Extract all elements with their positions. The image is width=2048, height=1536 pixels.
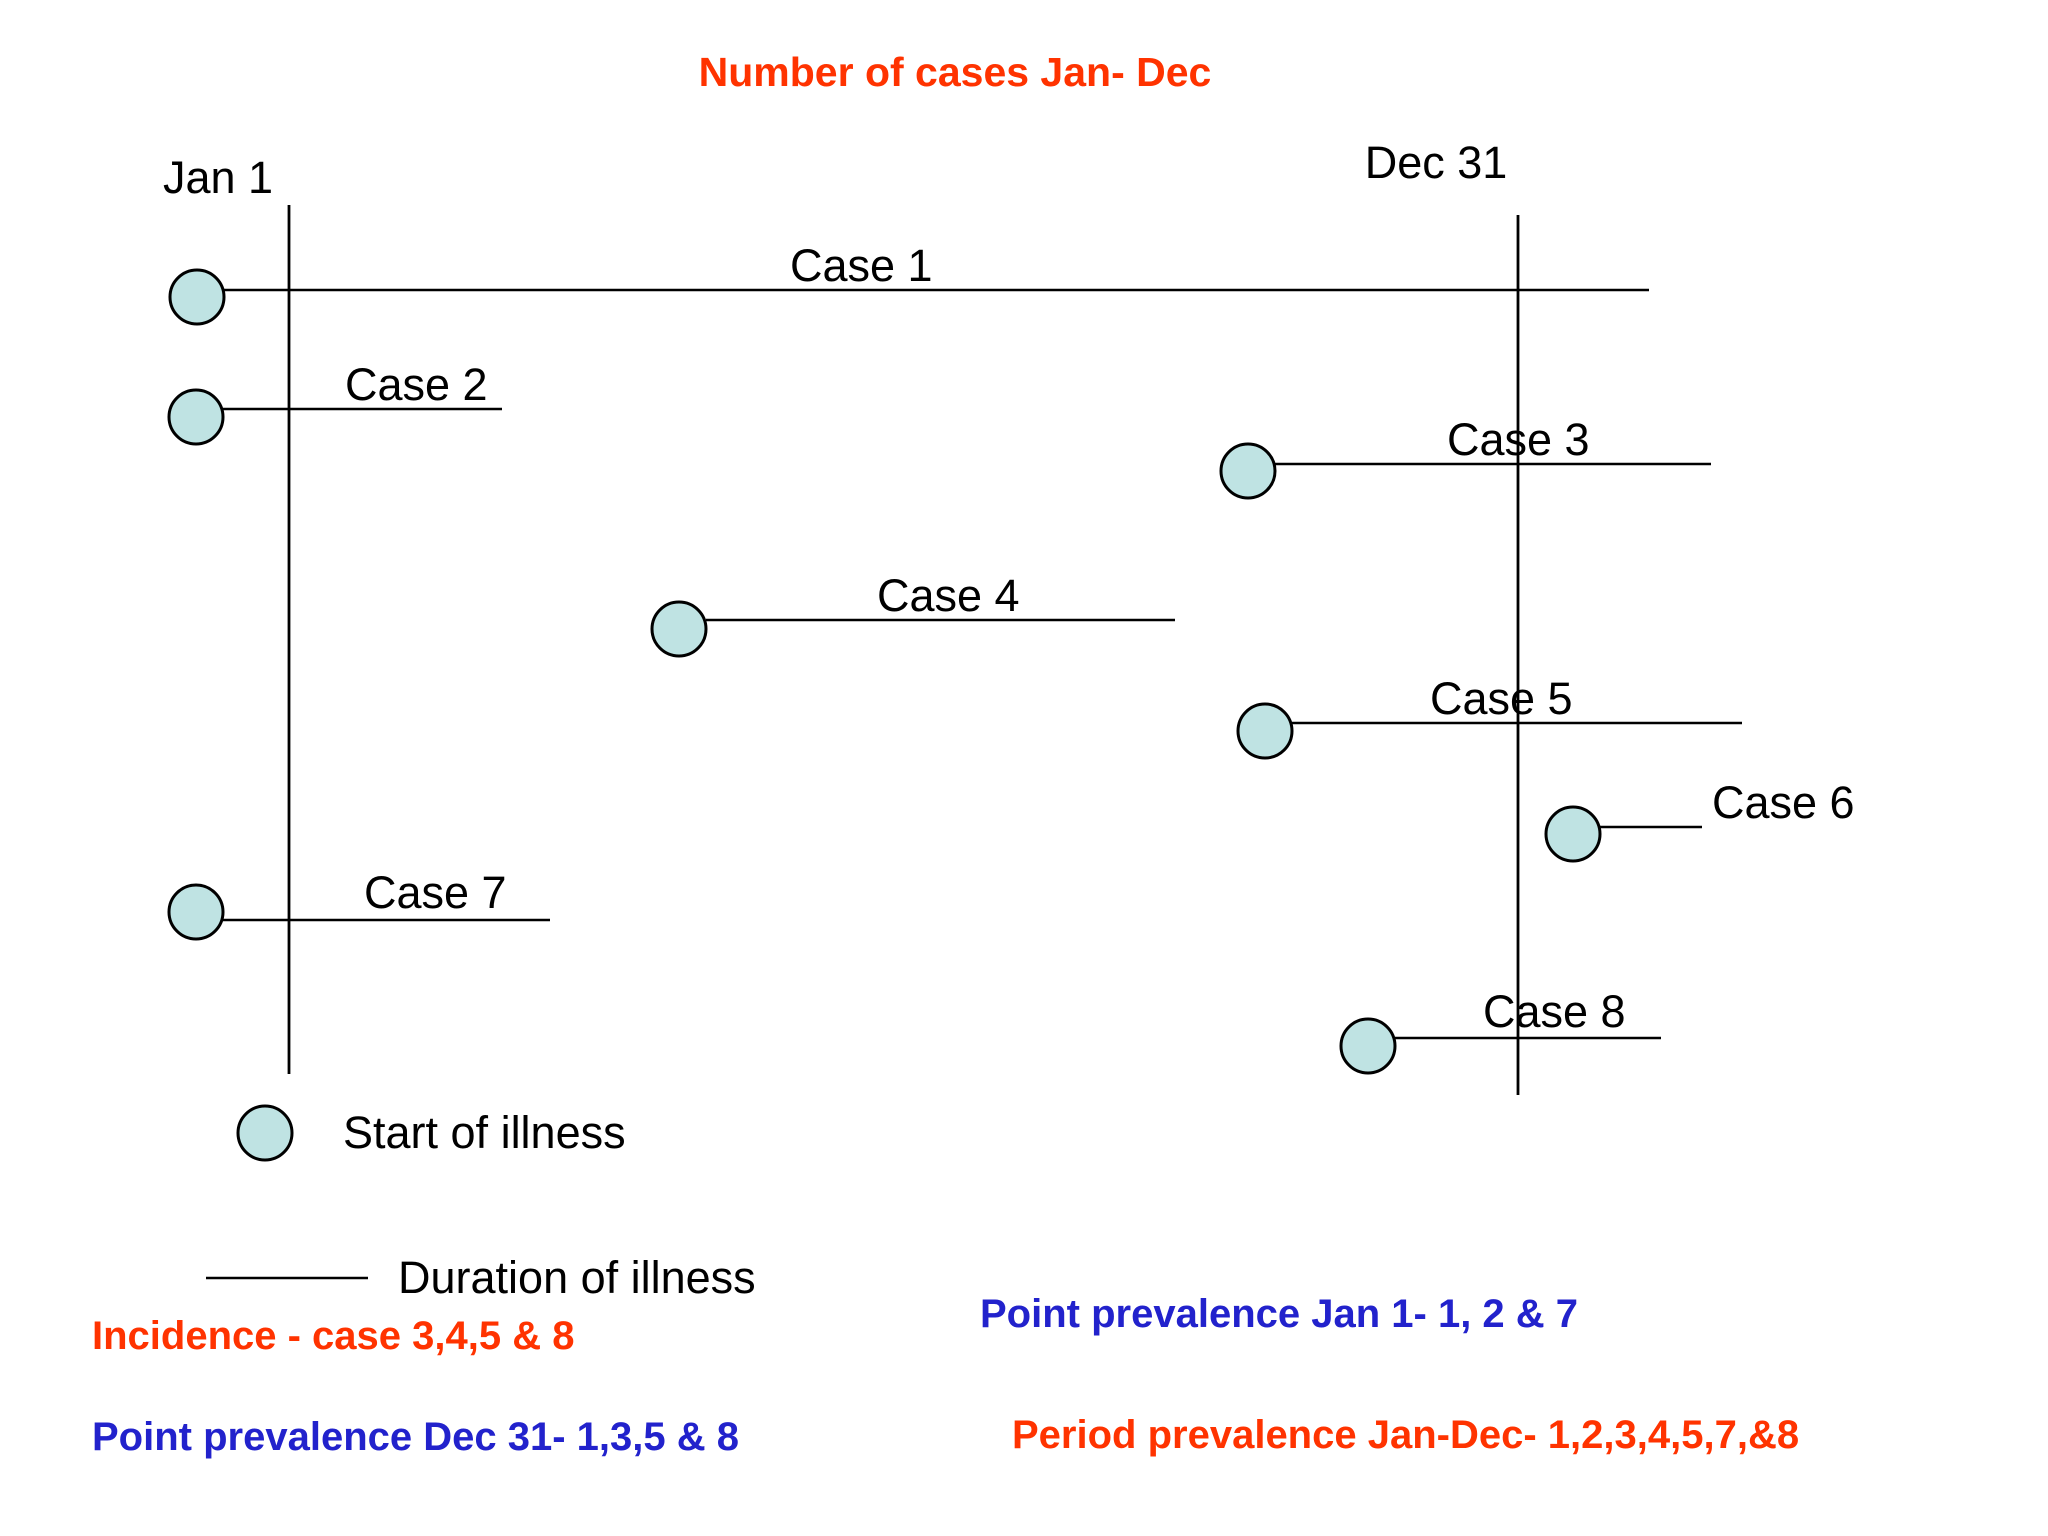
- page-title: Number of cases Jan- Dec: [699, 49, 1212, 95]
- case-row: Case 2: [167, 359, 502, 446]
- case-label: Case 2: [345, 359, 488, 410]
- note-period-prevalence: Period prevalence Jan-Dec- 1,2,3,4,5,7,&…: [1012, 1413, 1799, 1457]
- note-incidence: Incidence - case 3,4,5 & 8: [92, 1314, 574, 1358]
- case-row: Case 4: [650, 570, 1175, 658]
- note-point-prevalence-dec31: Point prevalence Dec 31- 1,3,5 & 8: [92, 1415, 739, 1459]
- legend: Start of illness Duration of illness: [206, 1104, 756, 1303]
- case-row: Case 3: [1219, 414, 1711, 500]
- case-label: Case 6: [1712, 777, 1855, 828]
- case-label: Case 5: [1430, 673, 1573, 724]
- jan1-axis-label: Jan 1: [163, 152, 273, 203]
- case-label: Case 8: [1483, 986, 1626, 1037]
- case-row: Case 1: [168, 240, 1649, 326]
- dec31-axis-label: Dec 31: [1365, 137, 1508, 188]
- notes: Incidence - case 3,4,5 & 8 Point prevalen…: [92, 1292, 1799, 1459]
- case-row: Case 8: [1339, 986, 1661, 1075]
- case-onset-dot-icon: [1544, 805, 1602, 863]
- case-onset-dot-icon: [167, 883, 225, 941]
- legend-duration-of-illness-label: Duration of illness: [398, 1252, 756, 1303]
- case-rows: Case 1 Case 2 Case 3 Case 4 Case 5 Case 6 Case…: [167, 240, 1855, 1075]
- case-onset-dot-icon: [1236, 702, 1294, 760]
- case-label: Case 7: [364, 867, 507, 918]
- case-onset-dot-icon: [1339, 1017, 1397, 1075]
- case-label: Case 4: [877, 570, 1020, 621]
- case-label: Case 1: [790, 240, 933, 291]
- case-row: Case 6: [1544, 777, 1855, 863]
- legend-start-of-illness-label: Start of illness: [343, 1107, 626, 1158]
- case-onset-dot-icon: [167, 388, 225, 446]
- case-row: Case 5: [1236, 673, 1742, 760]
- case-onset-dot-icon: [650, 600, 708, 658]
- note-point-prevalence-jan1: Point prevalence Jan 1- 1, 2 & 7: [980, 1292, 1578, 1336]
- case-onset-dot-icon: [1219, 442, 1277, 500]
- legend-start-of-illness-icon: [236, 1104, 294, 1162]
- case-onset-dot-icon: [168, 268, 226, 326]
- case-label: Case 3: [1447, 414, 1590, 465]
- case-row: Case 7: [167, 867, 550, 941]
